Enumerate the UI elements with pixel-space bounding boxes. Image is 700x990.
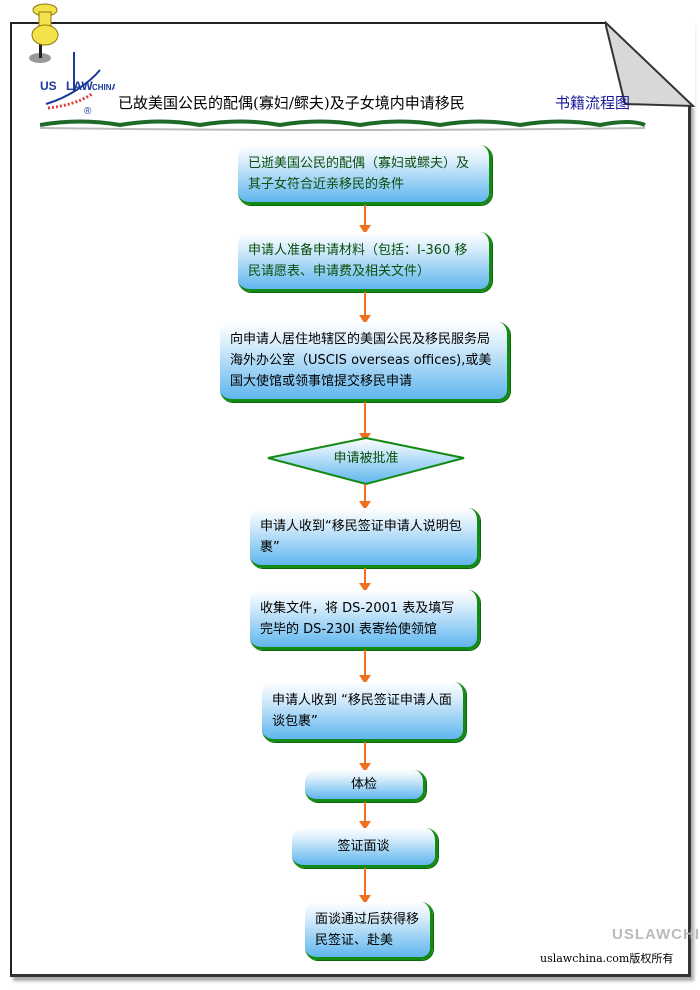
flow-step-eligibility: 已逝美国公民的配偶（寡妇或鳏夫）及其子女符合近亲移民的条件 <box>238 145 492 205</box>
svg-text:CHINA: CHINA <box>92 83 115 92</box>
flow-arrow <box>359 650 371 684</box>
flow-arrow <box>359 742 371 772</box>
pushpin-icon <box>29 3 59 63</box>
decorative-divider <box>40 119 646 131</box>
flow-step-visa-granted: 面谈通过后获得移民签证、赴美 <box>305 902 433 960</box>
flow-decision-diamond <box>267 436 465 486</box>
flow-arrow <box>359 868 371 904</box>
flow-step-medical-exam: 体检 <box>305 770 426 802</box>
flow-step-send-forms: 收集文件，将 DS-2001 表及填写完毕的 DS-230I 表寄给使领馆 <box>250 590 480 650</box>
svg-text:®: ® <box>84 106 92 117</box>
flow-decision-label: 申请被批准 <box>333 451 399 466</box>
svg-text:LAW: LAW <box>66 79 93 93</box>
folded-corner <box>605 20 695 110</box>
page-title: 已故美国公民的配偶(寡妇/鳏夫)及子女境内申请移民 <box>118 94 465 112</box>
flow-step-interview-packet: 申请人收到 “移民签证申请人面谈包裹” <box>262 682 466 742</box>
page-subtitle: 书籍流程图 <box>555 94 631 112</box>
flow-arrow <box>359 205 371 234</box>
flow-step-submit-application: 向申请人居住地辖区的美国公民及移民服务局海外办公室（USCIS overseas… <box>220 322 510 402</box>
flow-step-visa-interview: 签证面谈 <box>292 828 438 868</box>
flow-arrow <box>359 568 371 592</box>
svg-text:US: US <box>40 79 57 93</box>
flow-step-receive-instructions: 申请人收到“移民签证申请人说明包裹” <box>250 508 480 568</box>
flow-arrow <box>359 292 371 324</box>
flow-arrow <box>359 484 371 510</box>
flow-step-prepare-materials: 申请人准备申请材料（包括：I-360 移民请愿表、申请费及相关文件） <box>238 232 492 292</box>
flow-arrow <box>359 402 371 442</box>
flow-arrow <box>359 802 371 830</box>
copyright-text: uslawchina.com版权所有 <box>540 952 674 965</box>
